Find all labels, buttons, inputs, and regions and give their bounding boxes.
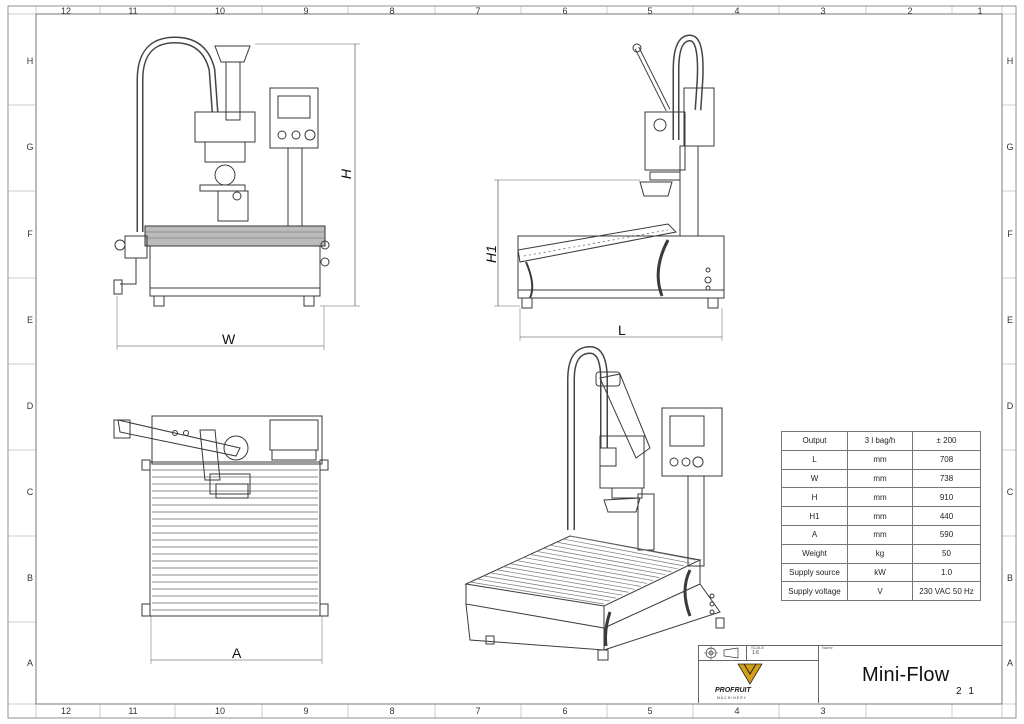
spec-unit: V — [847, 581, 913, 602]
projection-symbol-icon — [704, 646, 739, 660]
zone-row-g-right: G — [1006, 142, 1014, 152]
spec-unit: mm — [847, 468, 913, 489]
zone-col-10: 10 — [214, 6, 225, 16]
zone-col-7: 7 — [475, 6, 481, 16]
sheet-number: 2 1 — [956, 686, 976, 697]
front-view — [113, 36, 360, 350]
zone-col-10-bottom: 10 — [214, 706, 225, 716]
zone-col-11-bottom: 11 — [128, 706, 138, 716]
spec-value: 230 VAC 50 Hz — [912, 581, 981, 602]
zone-col-5: 5 — [647, 6, 653, 16]
outer-border — [7, 5, 1017, 719]
name-caption: Name — [822, 645, 833, 650]
spec-param: H1 — [781, 506, 848, 526]
isometric-view — [464, 345, 725, 661]
zone-row-b-right: B — [1006, 573, 1013, 583]
dim-label-h1: H1 — [482, 245, 499, 263]
zone-col-11: 11 — [128, 6, 138, 16]
zone-col-9-bottom: 9 — [303, 706, 309, 716]
dim-label-a: A — [232, 645, 242, 661]
spec-value: ± 200 — [912, 431, 981, 451]
zone-col-3-bottom: 3 — [820, 706, 826, 716]
spec-param: W — [781, 468, 848, 489]
side-view — [494, 34, 725, 341]
zone-row-b: B — [26, 573, 33, 583]
spec-param: H — [781, 487, 848, 508]
spec-param: Weight — [781, 543, 848, 564]
top-view — [113, 415, 329, 664]
spec-unit: mm — [847, 449, 913, 470]
zone-row-c-right: C — [1006, 487, 1014, 497]
spec-value: 910 — [912, 487, 981, 508]
zone-row-f-right: F — [1007, 229, 1013, 239]
drawing-title: Mini-Flow — [862, 664, 950, 686]
zone-col-5-bottom: 5 — [647, 706, 653, 716]
zone-row-h-right: H — [1006, 56, 1014, 66]
zone-col-9: 9 — [303, 6, 309, 16]
spec-param: L — [781, 449, 848, 470]
zone-row-g: G — [26, 142, 34, 152]
dim-label-l: L — [618, 322, 626, 338]
zone-row-e-right: E — [1006, 315, 1013, 325]
spec-param: Supply source — [781, 562, 848, 583]
logo-subtitle: MACHINERY — [717, 696, 747, 700]
zone-col-3: 3 — [820, 6, 826, 16]
spec-unit: 3 l bag/h — [847, 431, 913, 451]
zone-row-h: H — [26, 56, 34, 66]
zone-row-e: E — [26, 315, 33, 325]
title-block — [698, 645, 1002, 703]
spec-unit: mm — [847, 487, 913, 508]
zone-col-7-bottom: 7 — [475, 706, 481, 716]
zone-col-8: 8 — [389, 6, 395, 16]
zone-ticks — [8, 6, 1016, 718]
inner-border — [35, 13, 1003, 705]
zone-col-12: 12 — [60, 6, 71, 16]
dim-label-w: W — [222, 331, 236, 347]
spec-param: Output — [781, 431, 848, 451]
zone-col-12-bottom: 12 — [60, 706, 71, 716]
zone-row-d: D — [26, 401, 34, 411]
spec-value: 1.0 — [912, 562, 981, 583]
zone-col-1: 1 — [977, 6, 983, 16]
spec-value: 708 — [912, 449, 981, 470]
zone-row-a-right: A — [1006, 658, 1013, 668]
spec-value: 440 — [912, 506, 981, 526]
spec-value: 50 — [912, 543, 981, 564]
logo-brand: PROFRUIT — [715, 687, 751, 694]
zone-col-6: 6 — [562, 6, 568, 16]
spec-unit: kW — [847, 562, 913, 583]
zone-row-f: F — [27, 229, 33, 239]
spec-unit: mm — [847, 506, 913, 526]
spec-value: 738 — [912, 468, 981, 489]
zone-row-d-right: D — [1006, 401, 1014, 411]
zone-col-6-bottom: 6 — [562, 706, 568, 716]
scale-caption: SCALE — [751, 645, 765, 650]
spec-value: 590 — [912, 524, 981, 545]
spec-unit: kg — [847, 543, 913, 564]
spec-param: Supply voltage — [781, 581, 848, 602]
zone-row-a: A — [26, 658, 33, 668]
profruit-logo-icon — [737, 663, 763, 685]
spec-param: A — [781, 524, 848, 545]
scale-value: 1:6 — [752, 650, 759, 656]
zone-col-4: 4 — [734, 6, 740, 16]
zone-col-2: 2 — [907, 6, 913, 16]
zone-col-8-bottom: 8 — [389, 706, 395, 716]
dim-label-h: H — [338, 168, 355, 180]
spec-unit: mm — [847, 524, 913, 545]
zone-col-4-bottom: 4 — [734, 706, 740, 716]
zone-row-c: C — [26, 487, 34, 497]
